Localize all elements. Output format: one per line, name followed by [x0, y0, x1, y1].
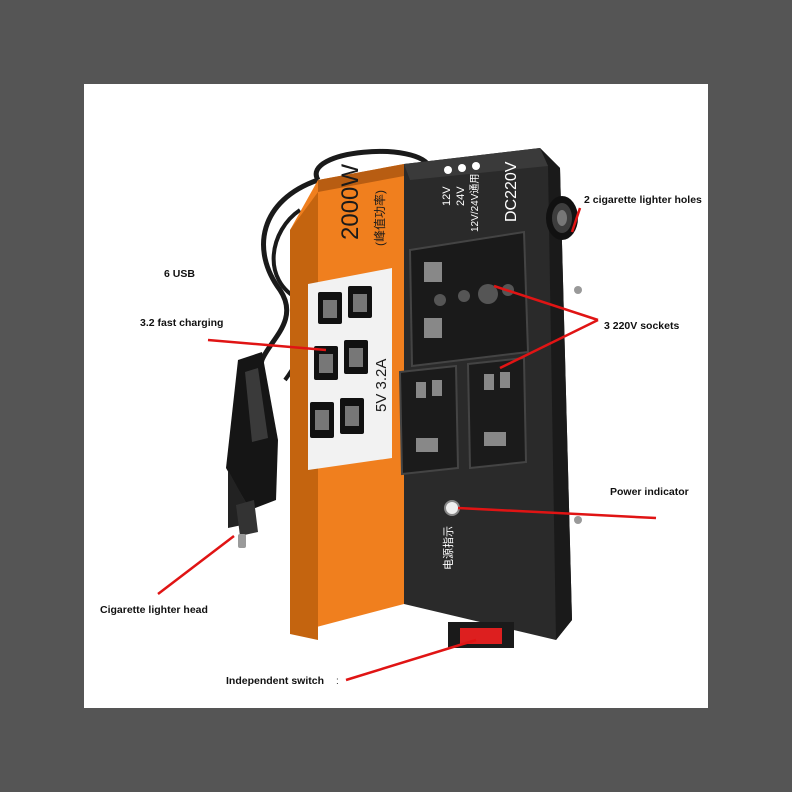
callout-lighter-holes: 2 cigarette lighter holes [584, 194, 702, 206]
indicator-caption-text: 电源指示 [441, 526, 455, 570]
usb-output-text: 5V 3.2A [373, 359, 390, 412]
usb-ports [310, 286, 372, 438]
power-note-text: (峰值功率) [372, 190, 387, 246]
callout-switch: Independent switch [226, 675, 325, 687]
callout-fast-charging: 3.2 fast charging [140, 317, 224, 329]
callout-line-lighter-head [157, 535, 235, 595]
svg-text::: : [336, 676, 339, 687]
callout-line-socket-2 [499, 318, 599, 370]
power-indicator-light [444, 500, 460, 516]
callout-sockets: 3 220V sockets [604, 320, 680, 332]
indicator-dot [444, 166, 452, 174]
indicator-dot [472, 162, 480, 170]
callout-line-fast-charging [207, 338, 327, 352]
voltage-24v-text: 24V [455, 186, 467, 206]
callout-power-indicator: Power indicator [610, 486, 689, 498]
voltage-both-text: 12V/24V通用 [469, 174, 481, 232]
output-voltage-text: DC220V [503, 161, 520, 222]
power-rating-text: 2000W [337, 164, 364, 240]
voltage-12v-text: 12V [441, 186, 453, 206]
callout-line-switch [345, 638, 477, 682]
socket-pair [398, 356, 528, 476]
cigarette-lighter-plug [226, 352, 278, 548]
indicator-dot [458, 164, 466, 172]
callout-line-socket-1 [493, 284, 599, 322]
callout-lines [157, 207, 657, 682]
callout-line-lighter-holes [570, 207, 582, 233]
universal-socket [408, 230, 530, 368]
callout-lighter-head: Cigarette lighter head [100, 604, 208, 616]
lighter-socket [546, 196, 578, 240]
callout-usb-count: 6 USB [164, 268, 195, 280]
independent-switch [448, 622, 514, 648]
callout-line-power-indicator [457, 506, 657, 520]
